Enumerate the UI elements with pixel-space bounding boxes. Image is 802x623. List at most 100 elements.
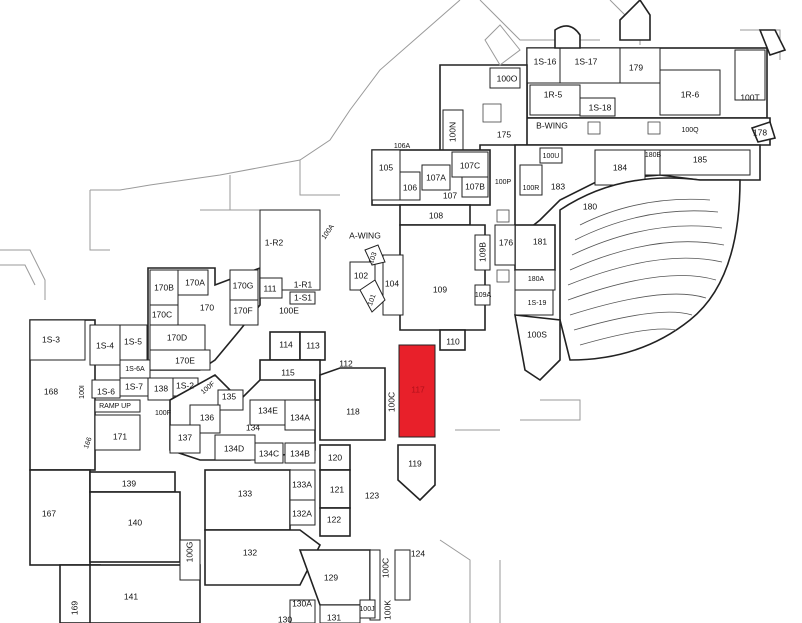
room-134b[interactable] — [284, 442, 316, 464]
room-1s1[interactable] — [289, 291, 316, 305]
room-106[interactable] — [399, 171, 421, 201]
tower-nw — [619, 0, 651, 41]
tower-mid — [554, 25, 581, 49]
room-110[interactable] — [439, 329, 466, 351]
label-100u: 100U — [543, 153, 560, 160]
room-185[interactable] — [659, 149, 751, 176]
label-181: 181 — [533, 236, 547, 246]
room-100j[interactable] — [359, 599, 376, 619]
label-1r1: 1-R1 — [294, 279, 313, 289]
room-170g[interactable] — [229, 269, 259, 301]
site-lines — [0, 0, 781, 623]
room-170f[interactable] — [229, 299, 259, 326]
room-107c[interactable] — [451, 151, 489, 178]
label-109b: 109B — [477, 242, 487, 262]
room-1s19[interactable] — [514, 289, 554, 316]
room-100t[interactable] — [734, 49, 766, 101]
room-133[interactable] — [204, 469, 291, 531]
label-170d: 170D — [167, 332, 187, 342]
x-box-2 — [647, 121, 661, 135]
room-105[interactable] — [371, 149, 401, 201]
label-1r6: 1R-6 — [681, 89, 700, 99]
room-170b[interactable] — [149, 269, 179, 306]
room-134c[interactable] — [254, 442, 284, 464]
room-133a[interactable] — [289, 469, 316, 501]
label-100i: 100I — [79, 385, 86, 399]
label-1s4: 1S-4 — [96, 340, 114, 350]
room-180[interactable] — [559, 177, 741, 361]
x-box-5 — [496, 269, 510, 283]
room-176[interactable] — [494, 224, 516, 266]
room-134e[interactable] — [249, 399, 286, 426]
label-122: 122 — [327, 514, 341, 524]
label-138: 138 — [154, 383, 168, 393]
label-100a: 100A — [321, 223, 336, 241]
room-114[interactable] — [269, 331, 301, 361]
room-1r6[interactable] — [659, 69, 721, 116]
room-184[interactable] — [594, 149, 646, 186]
room-100c-b[interactable] — [369, 549, 381, 621]
room-178[interactable] — [750, 120, 777, 143]
room-132a[interactable] — [289, 499, 316, 526]
label-1s6: 1S-6 — [97, 386, 115, 396]
label-ramp: RAMP UP — [99, 403, 131, 410]
room-132[interactable] — [204, 529, 322, 586]
label-1s19: 1S-19 — [528, 300, 547, 307]
room-100s[interactable] — [514, 314, 561, 382]
stair-1r — [259, 209, 321, 291]
room-107b[interactable] — [461, 176, 489, 198]
label-121: 121 — [330, 484, 344, 494]
room-135[interactable] — [217, 389, 244, 411]
label-100g: 100G — [184, 542, 194, 563]
room-118[interactable] — [319, 367, 386, 441]
room-109b[interactable] — [474, 234, 491, 271]
room-121[interactable] — [319, 469, 351, 509]
room-109[interactable] — [399, 224, 486, 331]
label-100e: 100E — [279, 305, 299, 315]
room-100r[interactable] — [519, 164, 543, 196]
room-134a[interactable] — [284, 399, 316, 431]
block-134 — [169, 374, 316, 464]
room-171[interactable] — [94, 414, 141, 451]
room-167[interactable] — [29, 469, 91, 566]
room-100g[interactable] — [179, 539, 201, 581]
room-1r5[interactable] — [529, 84, 581, 116]
room-109a[interactable] — [474, 284, 491, 306]
block-109 — [349, 224, 491, 351]
room-122[interactable] — [319, 507, 351, 537]
room-100o[interactable] — [489, 67, 521, 89]
room-180b[interactable] — [644, 149, 661, 176]
highlight-room[interactable] — [398, 344, 436, 438]
room-120[interactable] — [319, 444, 351, 471]
room-1s4[interactable] — [89, 324, 121, 366]
label-123: 123 — [365, 490, 379, 500]
room-1s3[interactable] — [29, 319, 86, 361]
label-1s18: 1S-18 — [589, 102, 612, 112]
room-170a[interactable] — [177, 269, 209, 296]
room-101[interactable] — [359, 279, 386, 313]
label-170a: 170A — [185, 277, 205, 287]
room-130a[interactable] — [289, 599, 316, 623]
label-134c: 134C — [259, 448, 279, 458]
label-180b: 180B — [645, 152, 662, 159]
label-107a: 107A — [426, 172, 446, 182]
room-170d[interactable] — [149, 324, 206, 351]
room-1s17[interactable] — [559, 47, 621, 84]
label-106: 106 — [403, 182, 417, 192]
room-107a[interactable] — [421, 164, 451, 191]
room-119[interactable] — [397, 444, 436, 502]
label-100f-b: 100F — [155, 410, 171, 417]
room-100u[interactable] — [539, 147, 563, 164]
room-179[interactable] — [619, 47, 661, 84]
room-1s18[interactable] — [579, 97, 616, 117]
room-104[interactable] — [382, 254, 404, 316]
room-137[interactable] — [169, 424, 201, 454]
room-181[interactable] — [514, 224, 556, 271]
room-103[interactable] — [364, 244, 386, 266]
room-140[interactable] — [89, 491, 181, 563]
label-1s6a: 1S-6A — [125, 366, 145, 373]
label-107c: 107C — [460, 160, 480, 170]
room-111[interactable] — [259, 277, 283, 299]
